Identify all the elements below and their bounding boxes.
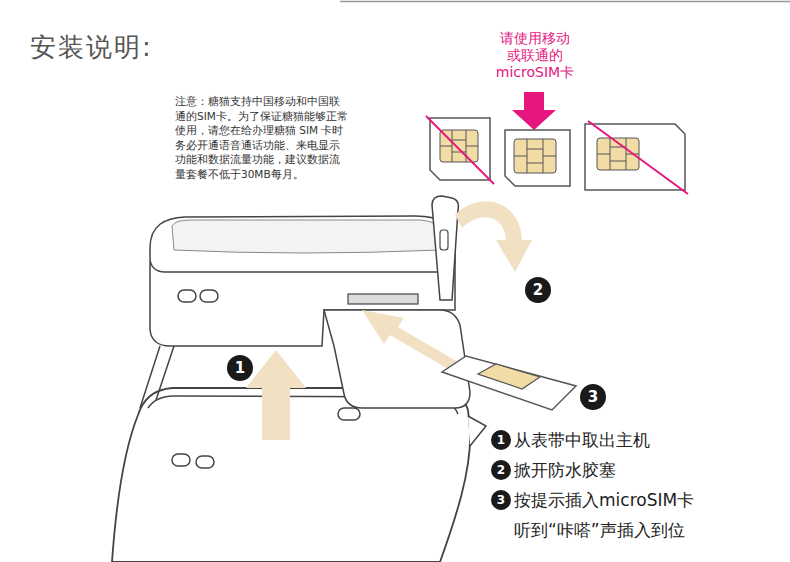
sim-body [505,130,570,186]
unit-stand [140,346,174,408]
unit-top [172,220,442,253]
callout-number: 1 [491,430,511,450]
sim-body [442,356,576,410]
callout-number: 3 [580,384,606,410]
unit-lid [150,216,455,272]
cross-out [588,121,688,194]
main-unit [140,196,470,408]
chip-lines [514,139,556,173]
insert-sim [442,356,576,410]
unit-button [200,290,218,302]
callout-number: 2 [525,277,551,303]
callout-circle: 2 [525,277,551,303]
sim-slot [348,294,418,304]
cross-out [426,116,494,184]
callout-disc [525,277,551,303]
callout-number: 3 [491,490,511,510]
sim-hint: 请使用移动 或联通的 microSIM卡 [494,30,576,81]
callout-circle: 2 [491,460,511,480]
callout-circle: 3 [580,384,606,410]
band-button [172,454,190,466]
band-button [196,456,214,468]
callout-circle: 1 [491,430,511,450]
micro-sim [505,130,570,186]
band-button [338,408,360,420]
note-text: 注意：糖猫支持中国移动和中国联 通的SIM卡。为了保证糖猫能够正常 使用，请您在… [175,94,349,181]
step-text: 按提示插入microSIM卡 听到“咔嗒”声插入到位 [514,485,706,545]
callout-number: 2 [491,460,511,480]
step-text: 掀开防水胶塞 [514,459,714,481]
slot-housing [324,310,470,408]
band-outline [112,388,470,562]
sim-chip [478,364,540,389]
callout-number: 1 [227,355,253,381]
callout-disc [491,460,511,480]
lift-arrow [246,350,306,440]
step-text: 从表带中取出主机 [514,429,714,451]
pink-arrow [512,92,556,130]
unit-button [178,290,196,302]
waterproof-plug [432,196,458,300]
callout-disc [580,384,606,410]
open-arrow [455,201,532,272]
watch-band [112,388,486,562]
callout-circle: 3 [491,490,511,510]
plug-grip [440,230,448,250]
band-clip [468,416,486,446]
standard-sim [585,121,688,194]
nano-sim [426,116,494,184]
callout-disc [491,430,511,450]
insert-arrow [362,310,458,370]
callout-circle: 1 [227,355,253,381]
top-rule [340,1,790,3]
page-title: 安装说明: [30,30,153,65]
callout-disc [491,490,511,510]
sim-chip [514,139,556,173]
callout-disc [227,355,253,381]
